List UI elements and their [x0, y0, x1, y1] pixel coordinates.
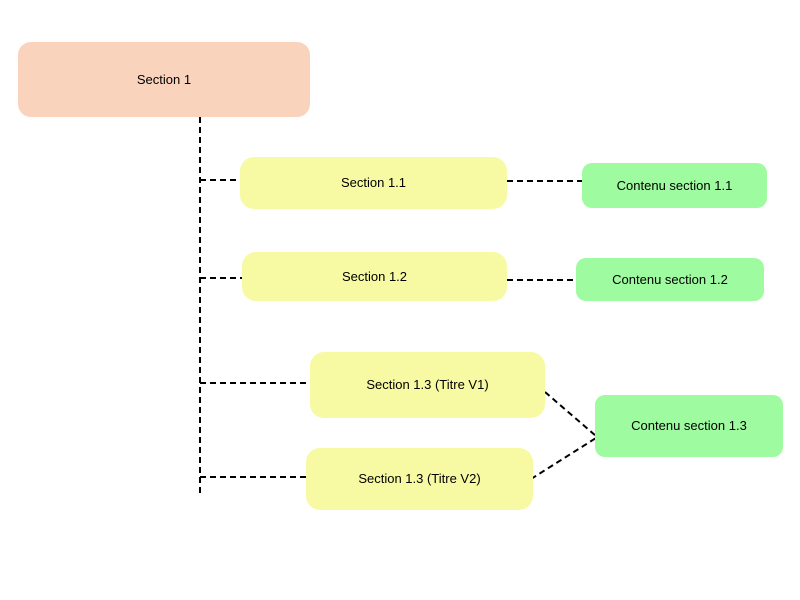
node-contenu-section-1-2-label: Contenu section 1.2 — [612, 271, 728, 287]
node-section-1-1[interactable]: Section 1.1 — [240, 157, 507, 209]
node-contenu-section-1-3-label: Contenu section 1.3 — [631, 418, 747, 434]
node-section-1-1-label: Section 1.1 — [340, 175, 407, 191]
node-contenu-section-1-3[interactable]: Contenu section 1.3 — [595, 395, 783, 457]
node-section-1-2-label: Section 1.2 — [341, 268, 408, 284]
node-section-1-3-v2[interactable]: Section 1.3 (Titre V2) — [306, 448, 533, 510]
node-contenu-section-1-2[interactable]: Contenu section 1.2 — [576, 258, 764, 301]
node-section-1-3-v1-label: Section 1.3 (Titre V1) — [366, 377, 489, 393]
node-contenu-section-1-1-label: Contenu section 1.1 — [616, 177, 733, 193]
edge-section-1-3-v1-to-contenu-1-3 — [544, 391, 597, 437]
edge-section-1-3-v2-to-contenu-1-3 — [530, 437, 597, 480]
node-section-1[interactable]: Section 1 — [18, 42, 310, 117]
node-section-1-3-v2-label: Section 1.3 (Titre V2) — [358, 471, 481, 487]
node-section-1-2[interactable]: Section 1.2 — [242, 252, 507, 301]
node-section-1-3-v1[interactable]: Section 1.3 (Titre V1) — [310, 352, 545, 418]
node-section-1-label: Section 1 — [136, 71, 192, 87]
node-contenu-section-1-1[interactable]: Contenu section 1.1 — [582, 163, 767, 208]
